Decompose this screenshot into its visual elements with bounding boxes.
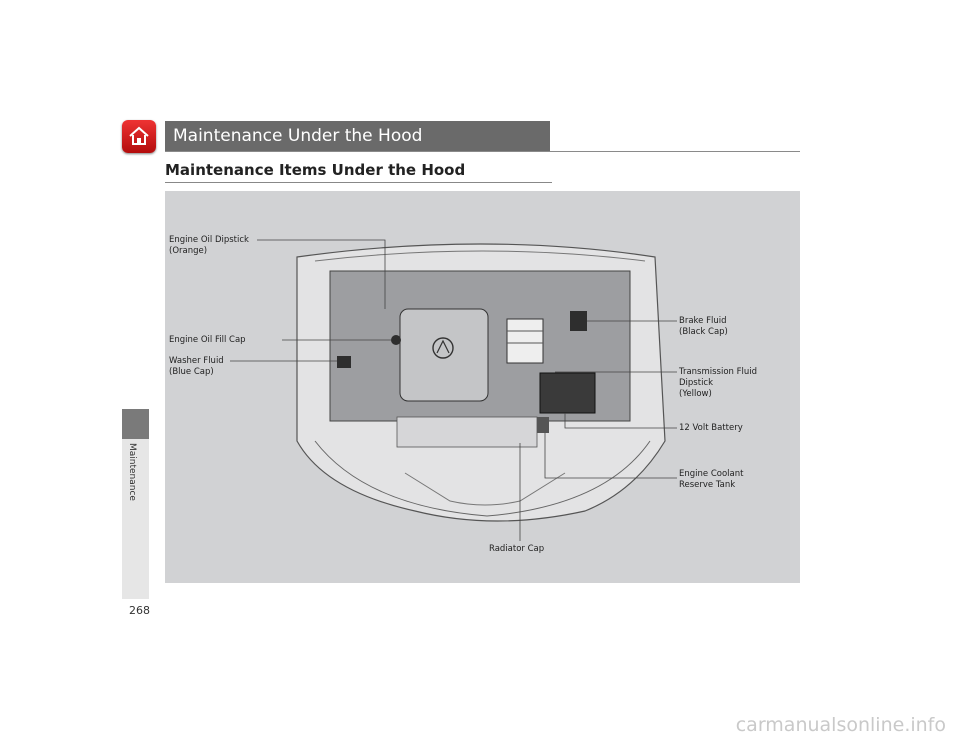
grille-outline <box>404 472 566 506</box>
bumper-outline <box>314 440 651 517</box>
home-button[interactable] <box>122 120 156 153</box>
battery-shape <box>539 372 596 414</box>
hood-edge <box>314 250 646 262</box>
callout-battery-label: 12 Volt Battery <box>679 423 743 433</box>
sidebar-label: Maintenance <box>127 443 137 501</box>
page-number: 268 <box>129 604 150 617</box>
callout-engine-oil-dipstick-label: Engine Oil Dipstick <box>169 235 249 245</box>
engine-cover <box>399 308 489 402</box>
sidebar-strip <box>122 439 149 599</box>
callout-transmission-fluid-note: (Yellow) <box>679 389 712 399</box>
engine-bay-illustration <box>230 239 677 541</box>
section-divider <box>165 182 552 183</box>
engine-bay-diagram: Engine Oil Dipstick (Orange) Engine Oil … <box>165 191 800 583</box>
callout-washer-fluid-label: Washer Fluid <box>169 356 224 366</box>
acura-logo-icon <box>432 337 454 359</box>
callout-engine-coolant: Engine Coolant Reserve Tank <box>679 469 743 491</box>
sidebar-tab[interactable] <box>122 409 149 439</box>
callout-transmission-fluid-line2: Dipstick <box>679 378 714 388</box>
washer-cap <box>337 356 351 368</box>
callout-engine-oil-dipstick-note: (Orange) <box>169 246 208 256</box>
chapter-title: Maintenance Under the Hood <box>173 126 423 146</box>
callout-washer-fluid: Washer Fluid (Blue Cap) <box>169 356 224 378</box>
callout-transmission-fluid-label: Transmission Fluid <box>679 367 758 377</box>
callout-brake-fluid-label: Brake Fluid <box>679 316 727 326</box>
callout-brake-fluid: Brake Fluid (Black Cap) <box>679 316 728 338</box>
chapter-title-bar: Maintenance Under the Hood <box>165 121 550 151</box>
callout-engine-oil-fill-cap-label: Engine Oil Fill Cap <box>169 335 246 345</box>
callout-radiator-cap-label: Radiator Cap <box>489 544 545 554</box>
air-box <box>506 318 544 364</box>
brake-reservoir <box>570 311 587 331</box>
oil-fill-cap <box>391 335 401 345</box>
callout-radiator-cap: Radiator Cap <box>489 544 544 555</box>
callout-engine-oil-fill-cap: Engine Oil Fill Cap <box>169 335 246 346</box>
leader-lines <box>230 239 677 541</box>
home-icon <box>129 126 149 145</box>
section-title: Maintenance Items Under the Hood <box>165 161 466 179</box>
site-watermark: carmanualsonline.info <box>735 714 946 736</box>
title-divider <box>165 151 800 152</box>
callout-washer-fluid-note: (Blue Cap) <box>169 367 214 377</box>
callout-engine-coolant-line2: Reserve Tank <box>679 480 736 490</box>
radiator-support <box>396 416 538 448</box>
callout-brake-fluid-note: (Black Cap) <box>679 327 728 337</box>
callout-engine-oil-dipstick: Engine Oil Dipstick (Orange) <box>169 235 249 257</box>
callout-engine-coolant-label: Engine Coolant <box>679 469 744 479</box>
callout-transmission-fluid: Transmission Fluid Dipstick (Yellow) <box>679 367 757 400</box>
callout-battery: 12 Volt Battery <box>679 423 743 434</box>
